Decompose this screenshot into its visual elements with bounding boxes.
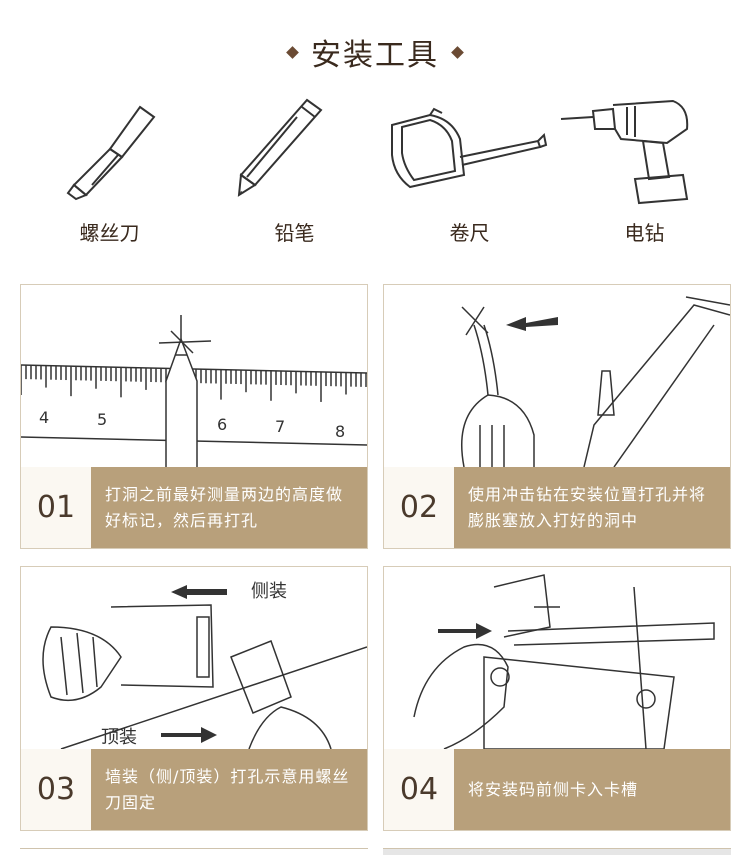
step-description: 将安装码前侧卡入卡槽: [454, 749, 730, 830]
tool-electric-drill: 电钻: [557, 95, 732, 255]
tools-row: 螺丝刀 铅笔 卷尺: [0, 95, 750, 255]
step-card-01: 4 5 6 7 8 01 打洞之前最好测量两边的高度做好标记，然后再打孔: [20, 284, 368, 549]
tool-label: 铅笔: [274, 221, 315, 245]
step-description: 墙装（侧/顶装）打孔示意用螺丝刀固定: [91, 749, 367, 830]
section-header: 安装工具: [0, 30, 750, 74]
step-number: 03: [21, 749, 91, 830]
next-card-edge-right: [383, 848, 731, 855]
wall-mount-illustration: 侧装 顶装: [42, 581, 367, 749]
electric-drill-icon: [560, 99, 689, 205]
ruler-tick-label: 8: [335, 422, 345, 441]
diamond-bullet-left: [286, 45, 299, 59]
step-illustration: 侧装 顶装: [21, 567, 367, 749]
section-title: 安装工具: [311, 38, 439, 73]
bracket-clip-illustration: [413, 574, 715, 749]
step-number: 01: [21, 467, 91, 548]
tool-label: 螺丝刀: [79, 221, 140, 245]
tool-label: 电钻: [624, 221, 665, 245]
step-illustration: [384, 285, 730, 467]
ruler-tick-label: 6: [217, 415, 227, 434]
tool-screwdriver: 螺丝刀: [22, 95, 197, 255]
pencil-icon: [237, 98, 323, 197]
tool-tape-measure: 卷尺: [382, 95, 557, 255]
screwdriver-icon: [66, 105, 156, 201]
step-card-03: 侧装 顶装 03 墙装（侧/顶装）打孔示意用螺丝刀固定: [20, 566, 368, 831]
step-description: 打洞之前最好测量两边的高度做好标记，然后再打孔: [91, 467, 367, 548]
step-illustration: 4 5 6 7 8: [21, 285, 367, 467]
ruler-tick-label: 7: [275, 417, 285, 436]
tool-label: 卷尺: [449, 221, 490, 245]
next-card-edge-left: [20, 848, 368, 855]
step-card-02: 02 使用冲击钻在安装位置打孔并将膨胀塞放入打好的洞中: [383, 284, 731, 549]
diamond-bullet-right: [451, 45, 464, 59]
top-mount-label: 顶装: [101, 727, 137, 748]
step-number: 02: [384, 467, 454, 548]
tape-measure-icon: [391, 107, 548, 189]
drill-wall-illustration: [461, 296, 730, 467]
step-card-04: 04 将安装码前侧卡入卡槽: [383, 566, 731, 831]
step-description: 使用冲击钻在安装位置打孔并将膨胀塞放入打好的洞中: [454, 467, 730, 548]
step-number: 04: [384, 749, 454, 830]
ruler-tick-label: 4: [39, 408, 49, 427]
ruler-tick-label: 5: [97, 410, 107, 429]
step-illustration: [384, 567, 730, 749]
ruler-illustration: 4 5 6 7 8: [21, 315, 367, 467]
tool-pencil: 铅笔: [207, 95, 382, 255]
side-mount-label: 侧装: [251, 581, 287, 602]
